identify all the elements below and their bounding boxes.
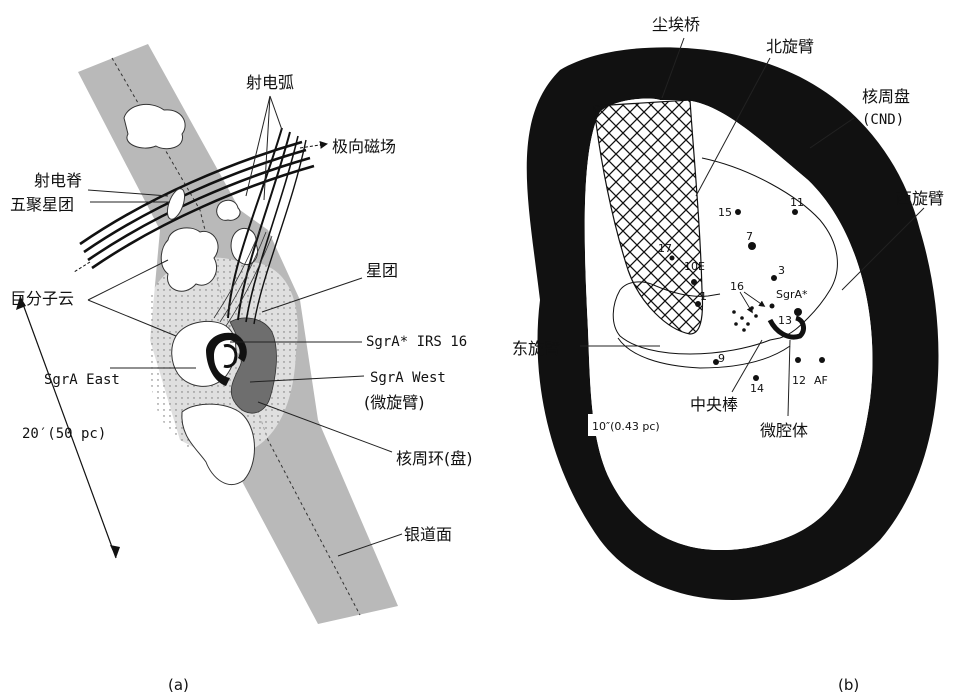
cloud-lower [182,404,255,484]
source-label: 3 [778,264,785,277]
label-cnr: 核周环(盘) [396,449,473,468]
label-sgra-east: SgrA East [44,372,120,388]
source-label: 16 [730,280,744,293]
source-label: 7 [746,230,753,243]
caption-a: (a) [168,676,189,694]
panel-b: 尘埃桥 北旋臂 核周盘 (CND) 西旋臂 东旋臂 中央棒 微腔体 SgrA* … [512,15,944,694]
label-radio-arc: 射电弧 [246,73,294,92]
cloud-upper [161,228,218,291]
label-scale-a: 20′(50 pc) [22,426,106,442]
label-radio-ridge: 射电脊 [34,171,82,190]
label-north-arm: 北旋臂 [766,37,814,56]
source-label: 11 [790,196,804,209]
source-label: 15 [718,206,732,219]
source-label: 12 [792,374,806,387]
cloud-small [217,200,240,220]
label-quintuplet: 五聚星团 [10,195,74,214]
sgra-star [770,304,775,309]
label-minispiral: (微旋臂) [364,393,425,412]
label-cnd-abbr: (CND) [862,112,904,128]
label-cluster: 星团 [366,261,398,280]
cloud-right [231,228,258,264]
label-galactic-plane: 银道面 [404,525,452,544]
label-central-bar: 中央棒 [690,395,738,414]
label-polar-field: 极向磁场 [332,137,396,156]
source-label: 17 [658,242,672,255]
label-cnd: 核周盘 [862,87,910,106]
label-scale-b: 10″(0.43 pc) [592,420,660,433]
source-label: 14 [750,382,764,395]
source-label: 1 [700,290,707,303]
label-sgra-irs16: SgrA* IRS 16 [366,334,467,350]
label-minicavity: 微腔体 [760,421,808,440]
label-dust-bridge: 尘埃桥 [652,15,700,34]
label-west-arm: 西旋臂 [896,189,944,208]
panel-a: 射电弧 极向磁场 射电脊 五聚星团 巨分子云 星团 SgrA* IRS 16 S… [10,44,473,694]
label-east-arm: 东旋臂 [512,339,560,358]
source-label: 10E [684,260,705,273]
source-label: 9 [718,352,725,365]
label-sgra-b: SgrA* [776,288,808,301]
label-giant-clouds: 巨分子云 [10,289,74,308]
caption-b: (b) [838,676,859,694]
source-label: 13 [778,314,792,327]
label-sgra-west: SgrA West [370,370,446,386]
top-cloud [124,104,185,148]
source-label: AF [814,374,828,387]
